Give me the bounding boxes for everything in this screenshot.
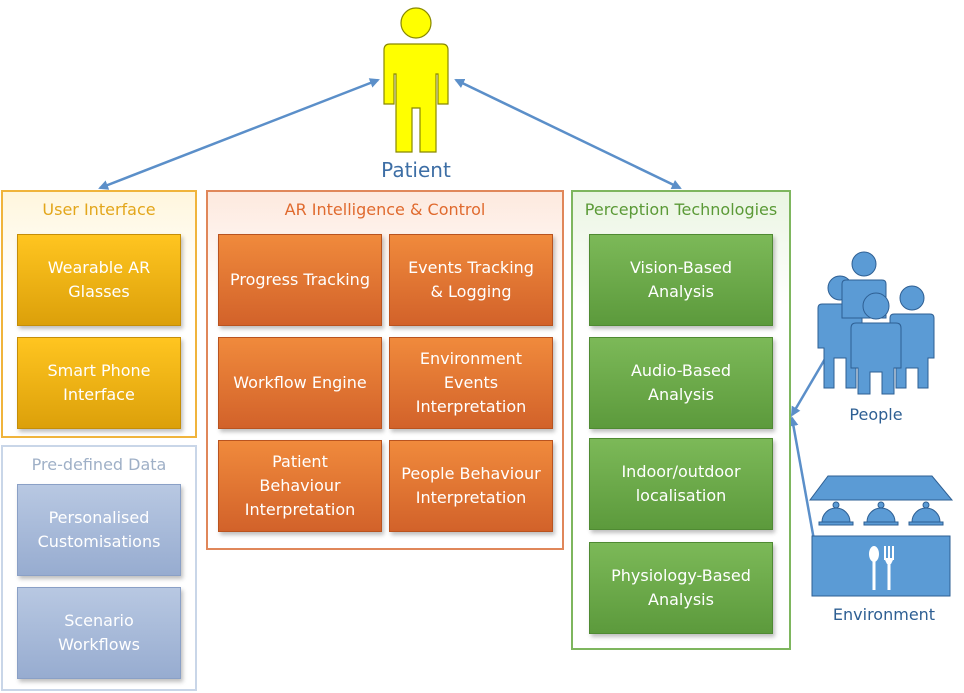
vision-based-analysis-box[interactable]: Vision-Based Analysis	[589, 234, 773, 326]
patient-to-perception-arrow	[454, 78, 682, 190]
patient-behaviour-box[interactable]: Patient Behaviour Interpretation	[218, 440, 382, 532]
patient-to-ui-arrow	[98, 78, 380, 190]
workflow-engine-box[interactable]: Workflow Engine	[218, 337, 382, 429]
progress-tracking-box[interactable]: Progress Tracking	[218, 234, 382, 326]
events-tracking-box[interactable]: Events Tracking & Logging	[389, 234, 553, 326]
predefined-data-title: Pre-defined Data	[31, 455, 167, 474]
environment-to-perception-arrow	[788, 416, 816, 541]
user-interface-panel: User Interface Wearable AR Glasses Smart…	[1, 190, 197, 438]
personalised-customisations-box[interactable]: Personalised Customisations	[17, 484, 181, 576]
patient-person-icon	[383, 7, 449, 153]
ar-intelligence-panel: AR Intelligence & Control Progress Track…	[206, 190, 564, 550]
smart-phone-interface-box[interactable]: Smart Phone Interface	[17, 337, 181, 429]
patient-label: Patient	[381, 158, 451, 182]
perception-technologies-panel: Perception Technologies Vision-Based Ana…	[571, 190, 791, 650]
wearable-ar-glasses-box[interactable]: Wearable AR Glasses	[17, 234, 181, 326]
indoor-outdoor-localisation-box[interactable]: Indoor/outdoor localisation	[589, 438, 773, 530]
ar-intelligence-title: AR Intelligence & Control	[284, 200, 486, 219]
predefined-data-panel: Pre-defined Data Personalised Customisat…	[1, 445, 197, 691]
perception-technologies-title: Perception Technologies	[584, 200, 778, 219]
audio-based-analysis-box[interactable]: Audio-Based Analysis	[589, 337, 773, 429]
people-group-icon	[817, 251, 935, 395]
scenario-workflows-box[interactable]: Scenario Workflows	[17, 587, 181, 679]
environment-restaurant-icon	[809, 475, 954, 597]
people-behaviour-box[interactable]: People Behaviour Interpretation	[389, 440, 553, 532]
people-label: People	[849, 405, 903, 424]
user-interface-title: User Interface	[42, 200, 156, 219]
physiology-based-analysis-box[interactable]: Physiology-Based Analysis	[589, 542, 773, 634]
environment-label: Environment	[832, 605, 936, 624]
environment-events-box[interactable]: Environment Events Interpretation	[389, 337, 553, 429]
